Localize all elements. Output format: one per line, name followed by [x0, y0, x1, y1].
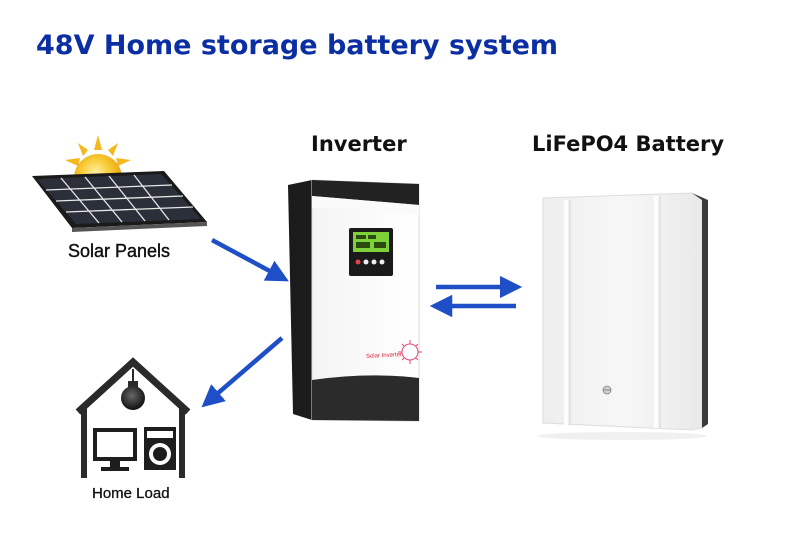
monitor-icon [93, 428, 137, 471]
inverter-logo-icon [398, 340, 422, 364]
battery-unit [537, 192, 708, 440]
house-icon [75, 357, 191, 478]
diagram-title: 48V Home storage battery system [36, 30, 559, 61]
arrow-inverter-to-home [201, 336, 284, 408]
washing-machine-icon [144, 427, 176, 470]
inverter-label: Inverter [311, 132, 407, 156]
home-load-label: Home Load [92, 485, 170, 502]
solar-panel-icon [32, 171, 207, 232]
lightbulb-icon [121, 369, 145, 410]
inverter-unit [288, 179, 422, 422]
solar-panels-label: Solar Panels [68, 241, 171, 261]
arrow-solar-to-inverter [210, 238, 289, 282]
battery-label: LiFePO4 Battery [532, 132, 725, 156]
